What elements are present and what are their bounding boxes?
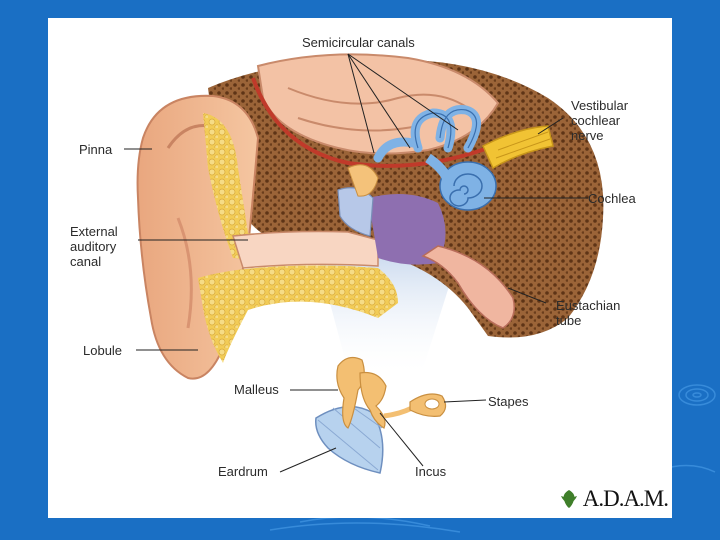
label-cochlea: Cochlea bbox=[588, 191, 636, 206]
label-stapes: Stapes bbox=[488, 394, 528, 409]
label-external-auditory-canal: External auditory canal bbox=[70, 224, 118, 269]
label-vestibular-cochlear-nerve: Vestibular cochlear nerve bbox=[571, 98, 628, 143]
diagram-card: Semicircular canals Vestibular cochlear … bbox=[48, 18, 672, 518]
logo-text: A.D.A.M. bbox=[583, 486, 668, 512]
label-eardrum: Eardrum bbox=[218, 464, 268, 479]
label-incus: Incus bbox=[415, 464, 446, 479]
ear-anatomy-illustration bbox=[48, 18, 672, 518]
adam-logo: A.D.A.M. bbox=[558, 486, 668, 512]
label-pinna: Pinna bbox=[79, 142, 112, 157]
auditory-canal bbox=[233, 232, 378, 269]
cochlea-shape bbox=[440, 162, 496, 210]
leaf-icon bbox=[558, 488, 580, 510]
label-lobule: Lobule bbox=[83, 343, 122, 358]
label-semicircular-canals: Semicircular canals bbox=[302, 35, 415, 50]
label-malleus: Malleus bbox=[234, 382, 279, 397]
label-eustachian-tube: Eustachian tube bbox=[556, 298, 620, 328]
